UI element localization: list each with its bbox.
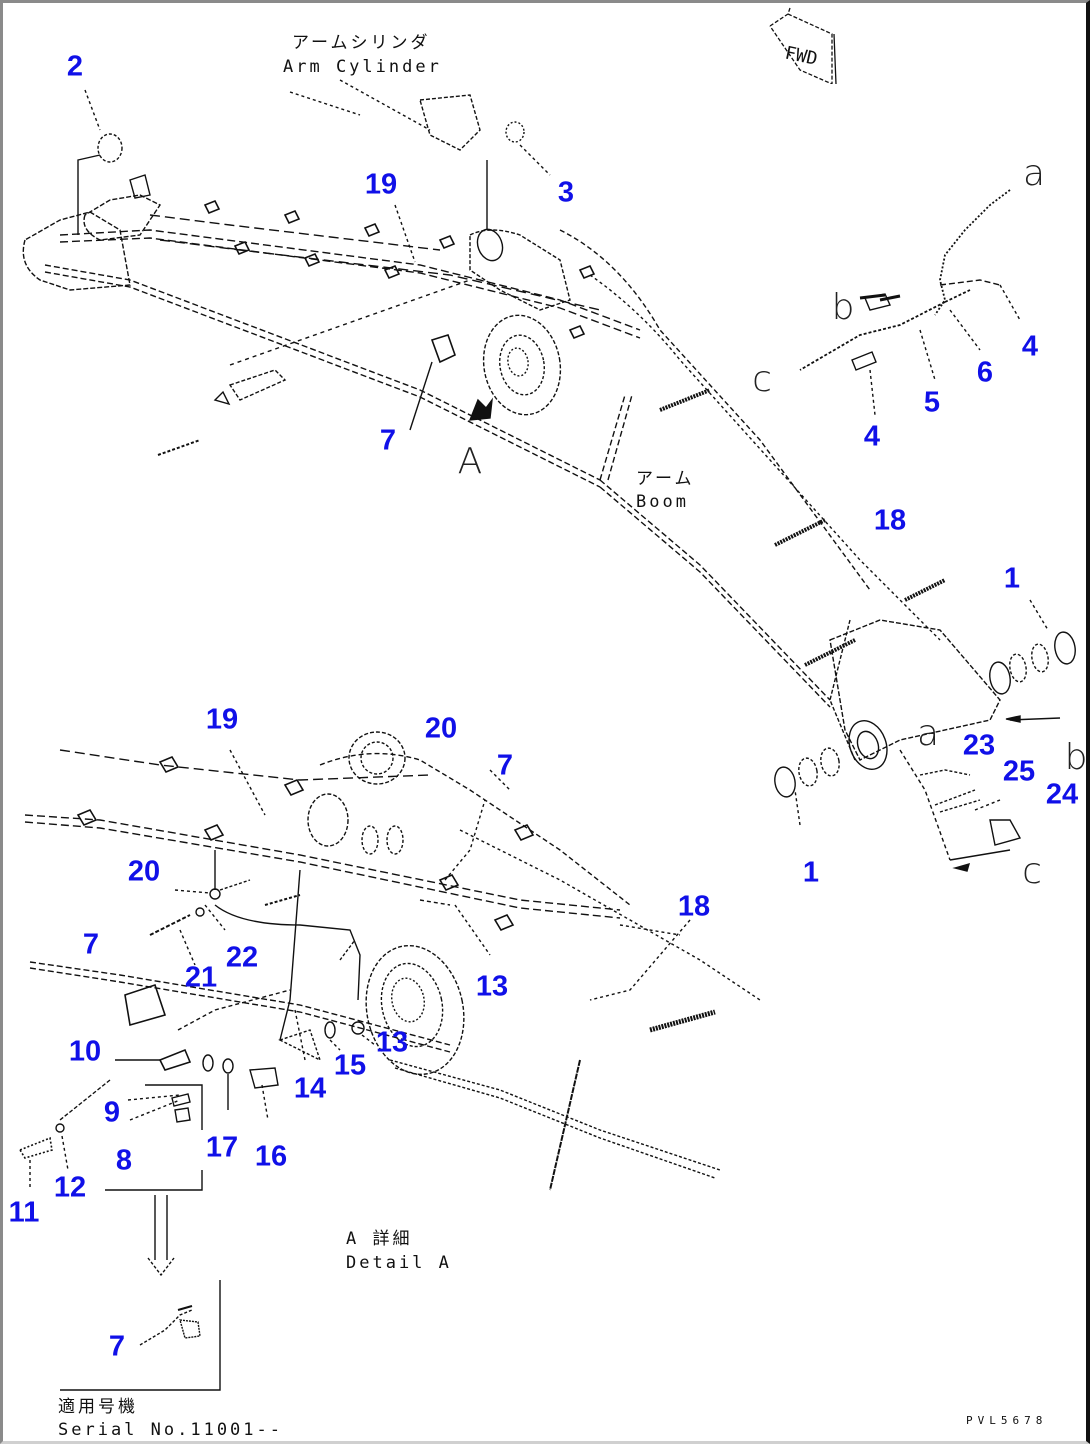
boom-label-jp: アーム [636,469,695,489]
callout-11[interactable]: 11 [8,1196,40,1229]
callout-9[interactable]: 9 [103,1096,121,1129]
callout-18-bottom[interactable]: 18 [677,890,711,923]
serial-label-jp: 適用号機 [58,1397,138,1417]
callout-1-top[interactable]: 1 [1003,562,1021,595]
fwd-marker-text: FWD [783,43,819,70]
callout-13-right[interactable]: 13 [475,970,509,1003]
serial-label-en: Serial No.11001-- [58,1420,283,1440]
callout-10[interactable]: 10 [68,1035,102,1068]
fwd-direction-marker: FWD [769,7,837,84]
callout-4-left[interactable]: 4 [863,420,881,453]
detail-a-view [18,731,761,1391]
callout-25[interactable]: 25 [1002,755,1036,788]
callout-15[interactable]: 15 [333,1049,367,1082]
callout-4-right[interactable]: 4 [1021,330,1039,363]
callout-6[interactable]: 6 [976,356,994,389]
connector-letter-c-top: c [752,359,772,400]
drawing-code: PVL5678 [966,1414,1048,1427]
callout-22[interactable]: 22 [225,941,259,974]
connector-letter-b-top: b [831,287,855,328]
callout-5[interactable]: 5 [923,386,941,419]
callout-23[interactable]: 23 [962,729,996,762]
callout-7-left[interactable]: 7 [82,928,100,961]
callout-7-serial[interactable]: 7 [108,1330,126,1363]
callout-13-left[interactable]: 13 [375,1026,409,1059]
boom-upper-view [22,79,1021,770]
callout-19-bottom[interactable]: 19 [205,703,239,736]
callout-19-top[interactable]: 19 [364,168,398,201]
callout-17[interactable]: 17 [205,1131,239,1164]
view-letter-a: A [457,441,483,482]
connector-letter-a-bottom: a [916,713,940,754]
callout-18-top[interactable]: 18 [873,504,907,537]
callout-2[interactable]: 2 [66,50,84,83]
connector-letter-a-top: a [1022,153,1046,194]
detail-a-label-jp: A 詳細 [346,1229,413,1249]
callout-8[interactable]: 8 [115,1144,133,1177]
callout-14[interactable]: 14 [293,1072,327,1105]
foot-pin-details [774,599,1076,872]
arm-cylinder-label-en: Arm Cylinder [283,57,442,77]
callout-1-bottom[interactable]: 1 [802,856,820,889]
callout-21[interactable]: 21 [184,961,218,994]
detail-a-label-en: Detail A [346,1253,452,1273]
arm-cylinder-label-jp: アームシリンダ [292,33,431,53]
callout-12[interactable]: 12 [53,1171,87,1204]
callout-7-mid[interactable]: 7 [496,749,514,782]
callout-7-top[interactable]: 7 [379,424,397,457]
callout-20-top[interactable]: 20 [424,712,458,745]
callout-24[interactable]: 24 [1045,778,1079,811]
boom-label-en: Boom [636,492,689,512]
callout-16[interactable]: 16 [254,1140,288,1173]
callout-20-left[interactable]: 20 [127,855,161,888]
callout-3[interactable]: 3 [557,176,575,209]
connector-letter-b-bottom: b [1064,737,1088,778]
connector-letter-c-bottom: c [1022,851,1042,892]
